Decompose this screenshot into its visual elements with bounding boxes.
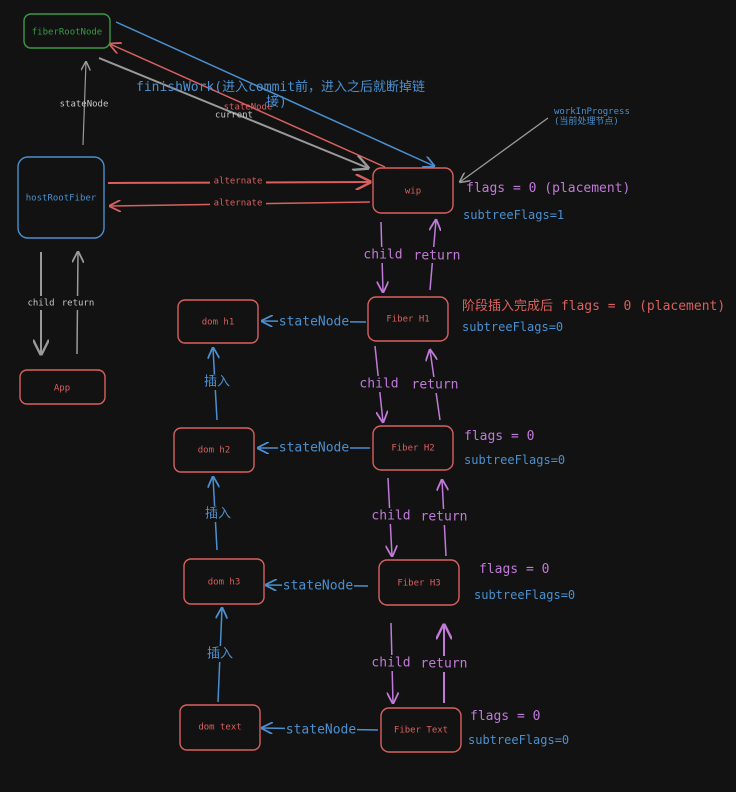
return-label: return [412,378,459,393]
svg-text:dom h2: dom h2 [198,446,231,456]
svg-text:Fiber H1: Fiber H1 [386,315,429,325]
svg-text:wip: wip [405,187,421,197]
edges-dom [213,321,379,730]
insert-label: 插入 [207,647,233,662]
svg-text:fiberRootNode: fiberRootNode [32,28,102,38]
h3-subtreeflags: subtreeFlags=0 [474,588,575,602]
h1-flags: 阶段插入完成后 flags = 0 (placement) [462,299,725,314]
insert-label: 插入 [204,375,230,390]
svg-text:Fiber Text: Fiber Text [394,726,448,736]
return-label: return [421,657,468,672]
node-app: App [19,369,106,405]
svg-text:Fiber H3: Fiber H3 [397,579,440,589]
svg-text:App: App [54,384,70,394]
statenode-label: stateNode [283,579,354,594]
h1-subtreeflags: subtreeFlags=0 [462,320,563,334]
node-fiberrootnode: fiberRootNode [23,13,111,49]
child-label: child [363,248,402,263]
workinprogress-note: workInProgress [554,107,630,117]
finishwork-label: finishWork(进入commit前，进入之后就断掉链 [136,79,425,95]
svg-text:dom h1: dom h1 [202,318,235,328]
child-label: child [371,509,410,524]
text-subtreeflags: subtreeFlags=0 [468,733,569,747]
node-dom-h1: dom h1 [177,299,259,344]
child-label: child [359,377,398,392]
root-statenode-arrow [83,62,86,146]
return-label: return [414,249,461,264]
finishwork-label-2: 接) [266,94,287,110]
node-dom-h2: dom h2 [173,427,255,473]
root-statenode-label: stateNode [60,100,109,110]
current-arrow [98,57,368,168]
node-fiber-h3: Fiber H3 [378,559,460,606]
child-label: child [371,656,410,671]
node-hostrootfiber: hostRootFiber [17,156,105,239]
node-fiber-h1: Fiber H1 [367,296,449,342]
h3-flags: flags = 0 [479,562,549,577]
edge-labels: stateNode finishWork(进入commit前，进入之后就断掉链 … [26,79,469,738]
svg-text:Fiber H2: Fiber H2 [391,444,434,454]
wip-statenode-arrow [110,44,386,168]
node-dom-text: dom text [179,704,261,751]
h2-subtreeflags: subtreeFlags=0 [464,453,565,467]
workinprogress-note-2: (当前处理节点) [554,115,619,127]
node-wip: wip [372,167,454,214]
wip-subtreeflags: subtreeFlags=1 [463,208,564,222]
svg-text:hostRootFiber: hostRootFiber [26,194,97,204]
host-child-label: child [27,299,54,309]
wip-statenode-label: stateNode [224,103,273,113]
insert-label: 插入 [205,507,231,522]
return-label: return [421,510,468,525]
alternate-from-label: alternate [214,199,263,209]
svg-text:dom text: dom text [198,723,241,733]
annotations: workInProgress (当前处理节点) flags = 0 (place… [462,107,725,747]
svg-text:dom h3: dom h3 [208,578,241,588]
node-dom-h3: dom h3 [183,558,265,605]
statenode-label: stateNode [279,441,350,456]
statenode-label: stateNode [279,315,350,330]
workinprogress-arrow [460,117,549,182]
node-fiber-h2: Fiber H2 [372,425,454,471]
alternate-to-label: alternate [214,177,263,187]
finishwork-arrow [115,21,434,166]
host-return-label: return [62,299,95,309]
node-fiber-text: Fiber Text [380,707,462,753]
statenode-label: stateNode [286,723,357,738]
text-flags: flags = 0 [470,709,540,724]
h2-flags: flags = 0 [464,429,534,444]
current-label: current [215,111,253,121]
wip-flags: flags = 0 (placement) [466,181,630,196]
